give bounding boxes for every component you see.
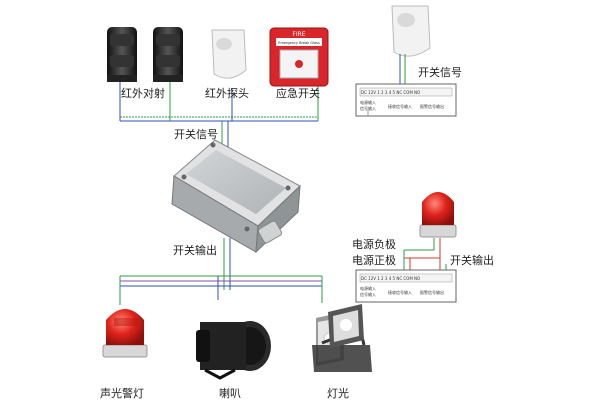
terminal-bottom-pins: DC 12V 1 2 3 4 5 NC COM NO bbox=[361, 276, 421, 281]
emergency-switch-label: 应急开关 bbox=[276, 87, 320, 100]
infrared-beam-label: 红外对射 bbox=[121, 87, 165, 100]
top-right-probe bbox=[391, 5, 431, 88]
controller-box bbox=[171, 139, 301, 254]
bottom-terminal-block bbox=[355, 269, 457, 303]
terminal-top-receive-input: 接收信号输入 bbox=[388, 104, 412, 109]
horn-device bbox=[196, 321, 271, 380]
terminal-bottom-signal-input: 信号输入 bbox=[360, 292, 376, 297]
infrared-beam-device bbox=[107, 27, 183, 82]
terminal-top-signal-input: 信号输入 bbox=[360, 106, 376, 111]
infrared-probe-device bbox=[211, 29, 247, 79]
terminal-bottom-receive-input: 接收信号输入 bbox=[388, 290, 412, 295]
horn-label: 喇叭 bbox=[219, 387, 241, 400]
terminal-top-power-input: 电源输入 bbox=[360, 100, 376, 105]
terminal-bottom-power-input: 电源输入 bbox=[360, 286, 376, 291]
strobe-siren-device bbox=[102, 309, 148, 358]
terminal-bottom-alarm-output: 报警信号输出 bbox=[420, 290, 444, 295]
terminal-top-alarm-output: 报警信号输出 bbox=[420, 104, 444, 109]
flood-light-device bbox=[312, 304, 372, 372]
power-positive-label: 电源正极 bbox=[352, 254, 396, 267]
top-terminal-block bbox=[355, 83, 457, 117]
fire-subtext: Emergency Break Glass bbox=[278, 41, 320, 45]
fire-label: FIRE bbox=[292, 31, 305, 38]
left-wiring bbox=[119, 82, 323, 305]
terminal-top-pins: DC 12V 1 2 3 4 5 NC COM NO bbox=[361, 90, 421, 95]
right-lamp-device bbox=[419, 192, 457, 238]
terminal-top-signal-label: 开关信号 bbox=[418, 66, 462, 79]
emergency-switch-device: FIRE Emergency Break Glass bbox=[269, 27, 329, 87]
power-negative-label: 电源负极 bbox=[352, 238, 396, 251]
terminal-bottom-output-label: 开关输出 bbox=[450, 254, 494, 267]
switch-signal-label: 开关信号 bbox=[174, 128, 218, 141]
switch-output-label: 开关输出 bbox=[173, 244, 217, 257]
infrared-probe-label: 红外探头 bbox=[205, 87, 249, 100]
light-label: 灯光 bbox=[327, 387, 349, 400]
right-wiring bbox=[403, 238, 447, 274]
strobe-siren-label: 声光警灯 bbox=[100, 387, 144, 400]
